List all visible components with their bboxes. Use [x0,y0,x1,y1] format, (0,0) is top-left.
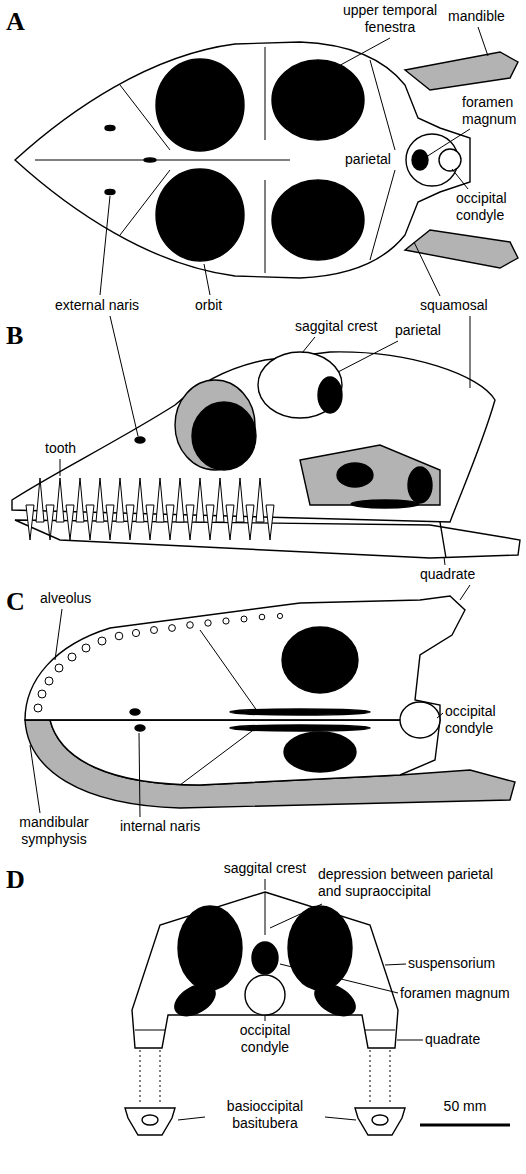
panel-letter: D [6,866,25,894]
part-label: alveolus [40,590,91,607]
part-label: occipital condyle [225,1022,305,1056]
part-label: foramen magnum [462,94,522,128]
part-label: internal naris [120,818,200,835]
part-label: tooth [45,440,76,457]
panel-letter: B [6,322,23,350]
part-label: occipital condyle [445,703,515,737]
part-label: external naris [55,297,139,314]
part-label: basioccipital basitubera [205,1098,325,1132]
part-label: squamosal [420,297,488,314]
part-label: foramen magnum [400,985,510,1002]
part-label: occipital condyle [456,190,520,224]
part-label: orbit [195,297,222,314]
part-label: upper temporal fenestra [340,2,440,36]
panel-letter: A [6,8,25,36]
scale-bar [420,1124,510,1127]
lateral-view [12,352,520,558]
dorsal-view [15,42,518,278]
part-label: suspensorium [408,955,495,972]
panel-letter: C [6,588,25,616]
part-label: saggital crest [210,860,320,877]
part-label: parietal [395,322,441,339]
part-label: quadrate [420,566,475,583]
part-label: depression between parietal and supraocc… [318,866,518,900]
part-label: mandible [448,8,505,25]
part-label: mandibular symphysis [8,814,100,848]
scale-label: 50 mm [430,1098,500,1115]
occipital-view [125,892,510,1135]
part-label: quadrate [425,1031,480,1048]
ventral-view [25,596,515,808]
part-label: parietal [345,151,391,168]
part-label: saggital crest [295,318,377,335]
